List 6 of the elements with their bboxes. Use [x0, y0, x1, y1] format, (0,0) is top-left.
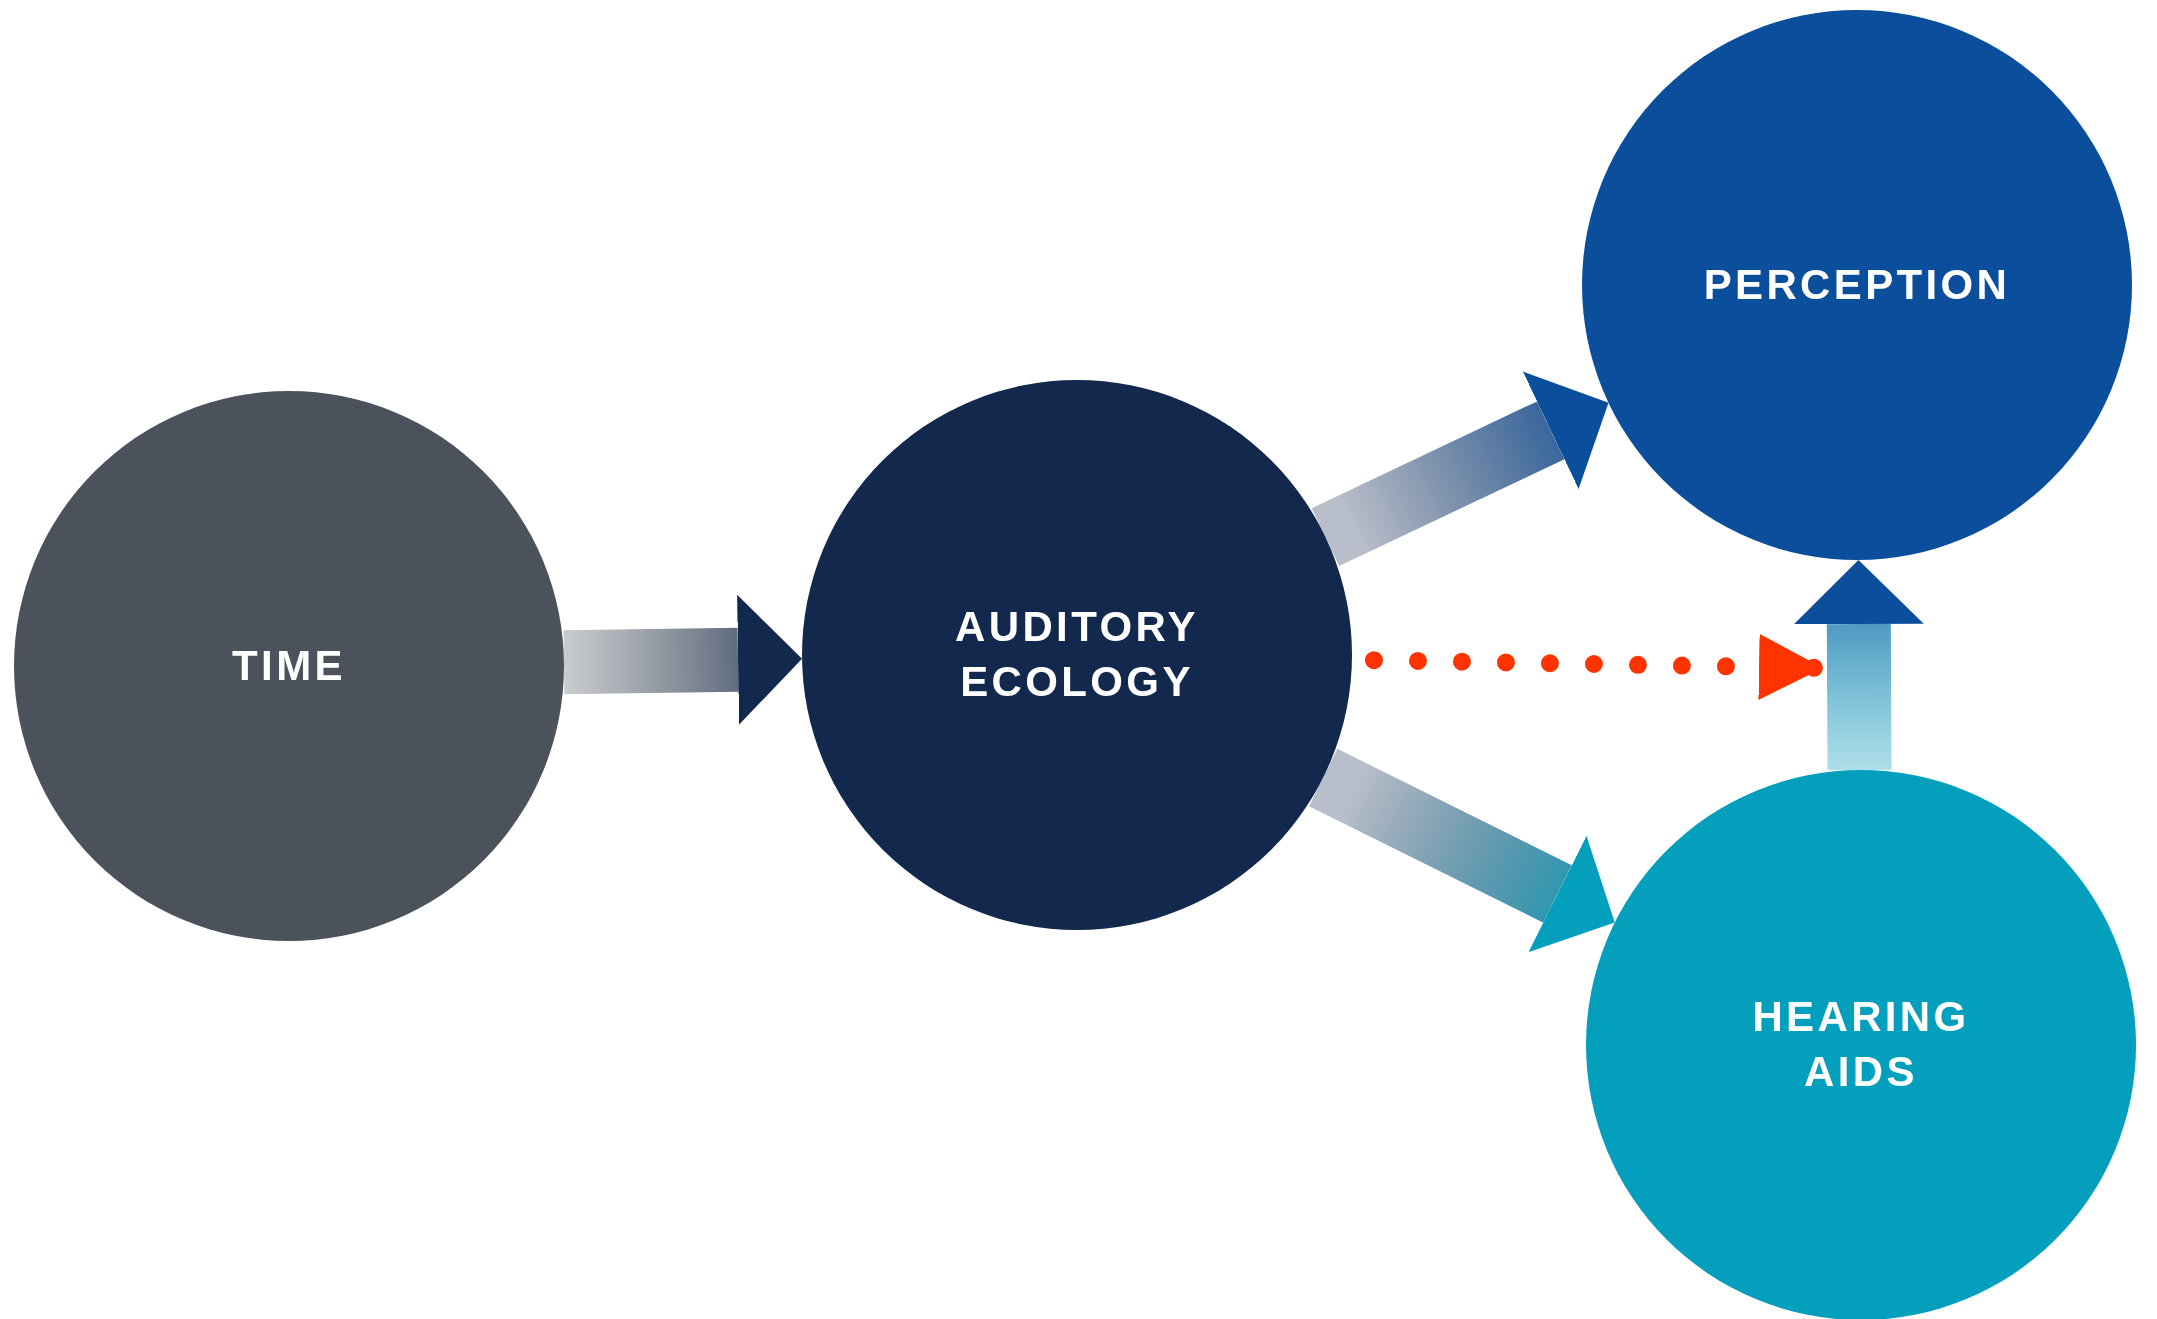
node-label: HEARING AIDS: [1751, 992, 1971, 1097]
block-arrow: [563, 594, 803, 725]
node-label: TIME: [231, 640, 347, 691]
node-label: AUDITORY ECOLOGY: [954, 602, 1200, 707]
node-label: PERCEPTION: [1702, 259, 2012, 310]
block-arrow: [1793, 559, 1924, 771]
